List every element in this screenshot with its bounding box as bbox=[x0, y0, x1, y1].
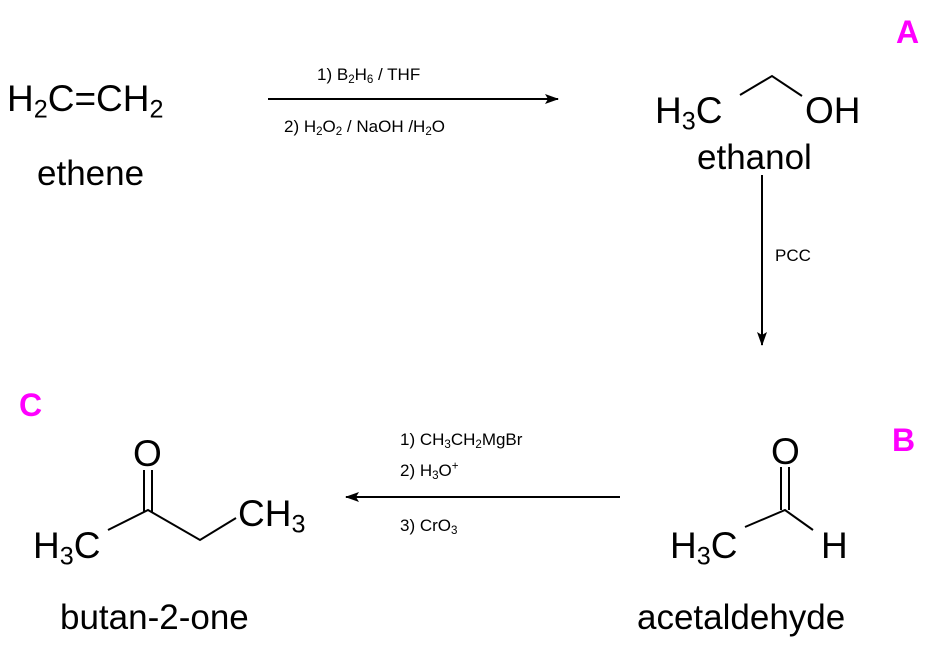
step1-reagent-below: 2) H2O2 / NaOH /H2O bbox=[284, 117, 445, 138]
formula-text: H bbox=[354, 65, 367, 84]
acetaldehyde-name: acetaldehyde bbox=[637, 598, 846, 637]
formula-text: CH bbox=[238, 493, 292, 534]
formula-subscript: 3 bbox=[681, 107, 696, 136]
formula-text: H bbox=[655, 90, 682, 131]
formula-subscript: 2 bbox=[425, 125, 432, 138]
butanone-name: butan-2-one bbox=[60, 598, 249, 637]
formula-text: H bbox=[670, 525, 697, 566]
ethene-name: ethene bbox=[37, 154, 145, 193]
formula-subscript: 3 bbox=[59, 542, 74, 571]
formula-text: C bbox=[73, 525, 101, 566]
formula-text: O bbox=[431, 117, 445, 136]
formula-text: 2) H bbox=[284, 117, 317, 136]
step3-reagent-3: 3) CrO3 bbox=[400, 516, 458, 537]
formula-text: C bbox=[695, 90, 723, 131]
butanone-left: H3C bbox=[33, 525, 101, 569]
formula-text: H bbox=[7, 78, 34, 119]
butanone-oxygen: O bbox=[133, 433, 162, 474]
acetaldehyde-left: H3C bbox=[670, 525, 738, 569]
formula-subscript: 3 bbox=[291, 510, 306, 539]
formula-subscript: 2 bbox=[149, 95, 164, 124]
formula-text: / NaOH /H bbox=[342, 117, 426, 136]
formula-subscript: 2 bbox=[335, 125, 343, 138]
formula-subscript: 3 bbox=[451, 524, 458, 537]
formula-text: 3) CrO bbox=[400, 516, 451, 535]
acetaldehyde-oxygen: O bbox=[771, 431, 800, 472]
formula-text: / THF bbox=[373, 65, 421, 84]
formula-subscript: 2 bbox=[316, 125, 323, 138]
ethene-formula: H2C=CH2 bbox=[7, 78, 164, 122]
formula-text: 2) H bbox=[400, 461, 433, 480]
acetaldehyde-hydrogen: H bbox=[821, 525, 848, 566]
formula-subscript: 2 bbox=[33, 95, 48, 124]
step3-reagent-2-text: 2) H3O bbox=[400, 461, 452, 482]
formula-subscript: 3 bbox=[444, 438, 451, 451]
step3-reagent-2-charge: + bbox=[451, 460, 459, 473]
formula-text: H bbox=[33, 525, 60, 566]
formula-text: C bbox=[710, 525, 738, 566]
formula-text: CH bbox=[450, 430, 476, 449]
ethanol-right: OH bbox=[805, 92, 861, 129]
step3-reagent-2: 2) H3O+ bbox=[400, 460, 459, 482]
label-b: B bbox=[892, 422, 916, 458]
formula-text: 1) B bbox=[317, 65, 349, 84]
formula-subscript: 3 bbox=[432, 469, 439, 482]
butanone-bonds bbox=[107, 470, 237, 542]
acetaldehyde-bonds bbox=[744, 467, 814, 531]
label-a: A bbox=[896, 14, 920, 50]
formula-text: OH bbox=[805, 90, 861, 131]
butanone-right: CH3 bbox=[238, 493, 305, 537]
formula-text: 1) CH bbox=[400, 430, 445, 449]
formula-subscript: 3 bbox=[696, 542, 711, 571]
label-c: C bbox=[19, 387, 43, 423]
ethanol-left: H3C bbox=[655, 90, 723, 134]
step3-reagent-1: 1) CH3CH2MgBr bbox=[400, 430, 523, 451]
formula-subscript: 2 bbox=[348, 73, 355, 86]
ethanol-bonds bbox=[739, 74, 803, 97]
step1-reagent-above: 1) B2H6 / THF bbox=[317, 65, 421, 86]
formula-subscript: 6 bbox=[366, 73, 374, 86]
formula-text: MgBr bbox=[481, 430, 523, 449]
formula-text: O bbox=[438, 461, 452, 480]
formula-text: O bbox=[322, 117, 336, 136]
ethanol-name: ethanol bbox=[697, 138, 812, 177]
formula-text: C=CH bbox=[47, 78, 150, 119]
formula-subscript: 2 bbox=[475, 438, 482, 451]
step2-reagent: PCC bbox=[775, 246, 811, 265]
